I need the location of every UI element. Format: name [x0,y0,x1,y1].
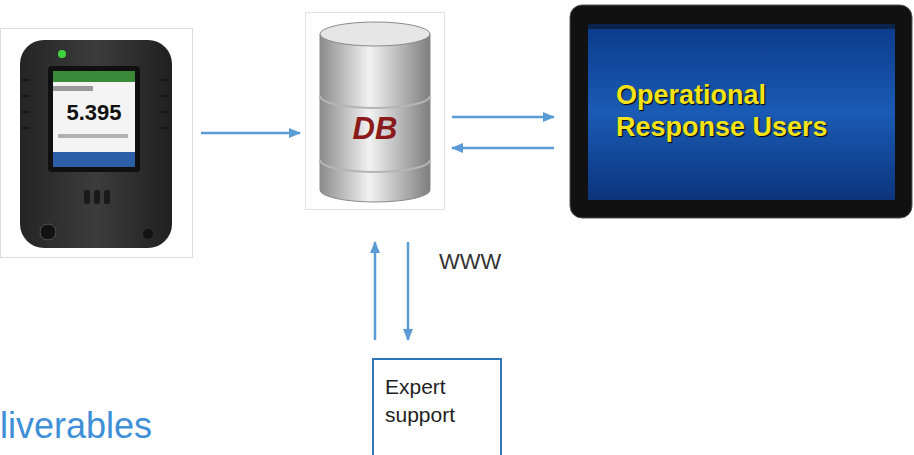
node-text: DB [305,112,445,146]
database-cylinder: DB [305,12,445,210]
device-lens [40,224,56,240]
arrow-connector [201,132,300,135]
edge-label: WWW [437,249,503,275]
screen-footer [53,152,135,167]
device-screen [53,71,135,167]
arrow-connector [374,242,377,340]
node-text: Operational Response Users [616,79,896,144]
detector-device [1,29,193,258]
device-port [143,229,153,239]
screen-line [53,86,93,91]
screen-header [53,71,135,82]
cylinder-band [320,96,430,108]
screen-bezel [48,66,140,172]
icon-frame [306,13,445,210]
status-led [58,50,66,58]
tablet-device [570,5,912,218]
tablet-screen [588,24,895,200]
tablet-frame [570,5,912,218]
tablet-screen-box: Operational Response Users [570,5,912,218]
device-body [20,40,172,248]
arrow-connector [452,116,554,119]
node-text: 5.395 [55,101,133,125]
detector-device: 5.395 [0,28,193,258]
device-vents [84,190,110,204]
cylinder-top [320,22,430,46]
section-heading: liverables [0,404,152,447]
photo-frame [1,29,193,258]
process-box: Expert support [372,358,502,455]
node-text: Expert support [385,373,497,430]
status-bar [588,24,895,29]
arrow-connector [407,242,410,340]
arrow-connector [452,147,554,150]
cylinder-band [320,160,430,172]
screen-line [58,134,128,138]
database-icon [306,13,445,210]
